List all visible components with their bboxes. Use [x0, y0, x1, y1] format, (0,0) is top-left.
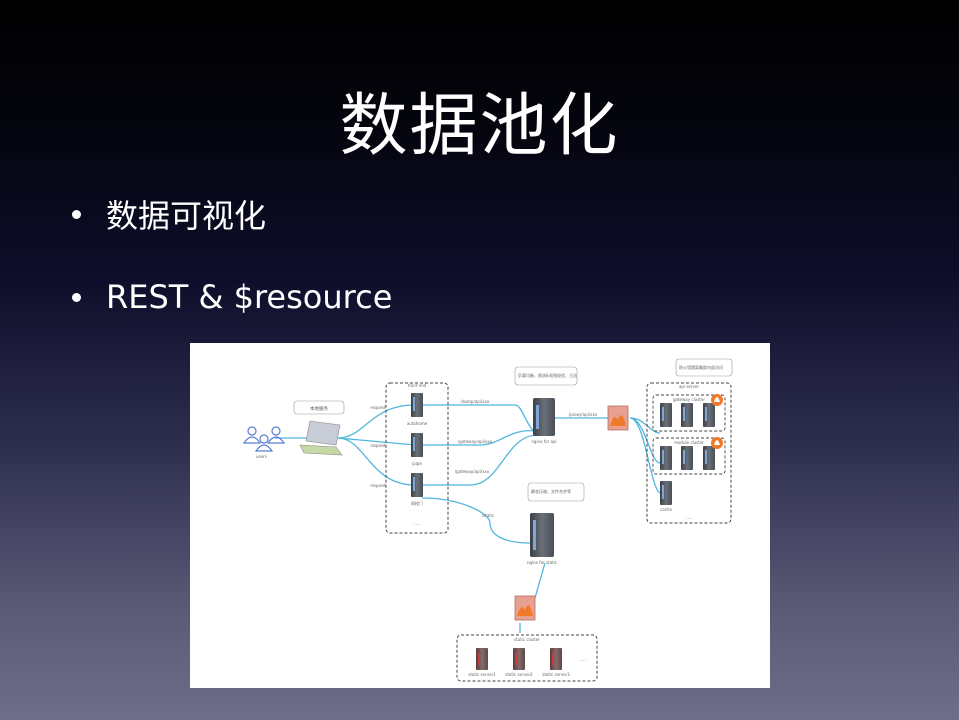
server-icon — [411, 393, 423, 417]
server-icon — [660, 403, 672, 427]
static-server-icon — [513, 648, 525, 670]
bullet-text: REST & $resource — [106, 278, 393, 316]
static-server-label: static server1 — [468, 672, 496, 677]
edge-label: /gateway/api/xxx — [455, 469, 490, 474]
slide-title: 数据池化 — [339, 87, 620, 166]
front-end-group-box — [385, 382, 449, 534]
connection-lines — [275, 404, 661, 633]
edge-label: /gateway/api/xxx — [458, 439, 493, 444]
nginx-static-label: nginx for static — [527, 560, 557, 565]
nginx-api-label: nginx for api — [531, 439, 556, 444]
static-server-label: static server2 — [505, 672, 533, 677]
edge-label: /static — [482, 513, 494, 518]
gateway-cluster-box — [652, 394, 726, 432]
users-icon — [242, 426, 286, 452]
api-server-callout: 防火墙隔离集群内部访问 — [675, 358, 733, 377]
server-icon — [660, 446, 672, 470]
nginx-static-server-icon — [530, 513, 554, 557]
bullet-list: 数据可视化 REST & $resource — [72, 190, 392, 356]
request-label: request — [370, 405, 386, 410]
bullet-dot-icon — [72, 292, 81, 302]
server-icon — [411, 433, 423, 457]
static-server-icon — [476, 648, 488, 670]
firewall-badge-icon — [711, 437, 723, 449]
front-ellipsis: ...... — [413, 521, 421, 526]
server-icon — [681, 446, 693, 470]
cache-server-label: cache — [660, 507, 672, 512]
gateway-cluster-label: gateway cluster — [673, 397, 705, 402]
firewall-badge-icon — [711, 394, 723, 406]
front-end-group-label: front end — [408, 383, 427, 388]
bullet-item: 数据可视化 — [72, 190, 392, 238]
proxy-label: /proxy/api/xxx — [569, 412, 598, 417]
server-icon — [681, 403, 693, 427]
static-server-icon — [550, 648, 562, 670]
server-icon — [703, 403, 715, 427]
bullet-dot-icon — [72, 209, 81, 219]
request-label: request — [370, 443, 386, 448]
api-ellipsis: ...... — [685, 515, 693, 520]
diagram-svg: users 本地服务 front end autohome ipipe 网校门 … — [242, 358, 733, 682]
firewall-icon — [607, 405, 629, 431]
svg-text:负载均衡、限流&权限校验、日志: 负载均衡、限流&权限校验、日志 — [518, 372, 577, 378]
static-ellipsis: ...... — [579, 657, 587, 662]
api-server-group-box — [646, 382, 732, 524]
firewall-icon — [514, 595, 536, 621]
nginx-api-server-icon — [533, 398, 555, 436]
front-server-label: ipipe — [412, 461, 422, 466]
edge-label: /dump/api/xxx — [461, 399, 490, 404]
static-server-label: static server3 — [542, 672, 570, 677]
static-cluster-box — [456, 634, 598, 682]
client-callout: 本地服务 — [293, 400, 345, 415]
module-cluster-label: module cluster — [674, 440, 704, 445]
svg-text:防火墙隔离集群内部访问: 防火墙隔离集群内部访问 — [679, 364, 723, 370]
nginx-api-callout: 负载均衡、限流&权限校验、日志 — [514, 366, 578, 386]
request-label: request — [370, 483, 386, 488]
svg-text:静态压缩，文件合并等: 静态压缩，文件合并等 — [531, 488, 571, 494]
nginx-static-callout: 静态压缩，文件合并等 — [527, 482, 585, 502]
architecture-diagram: users 本地服务 front end autohome ipipe 网校门 … — [190, 343, 770, 688]
static-cluster-label: static cluster — [514, 637, 540, 642]
server-icon — [703, 446, 715, 470]
users-label: users — [256, 454, 267, 459]
server-icon — [411, 473, 423, 497]
bullet-item: REST & $resource — [72, 273, 392, 321]
laptop-icon — [299, 420, 343, 456]
bullet-text: 数据可视化 — [106, 197, 267, 235]
front-server-label: 网校门 — [411, 500, 423, 506]
api-server-group-label: api server — [679, 384, 699, 389]
svg-text:本地服务: 本地服务 — [310, 405, 328, 412]
server-icon — [660, 481, 672, 505]
front-server-label: autohome — [407, 421, 428, 426]
module-cluster-box — [652, 437, 726, 475]
